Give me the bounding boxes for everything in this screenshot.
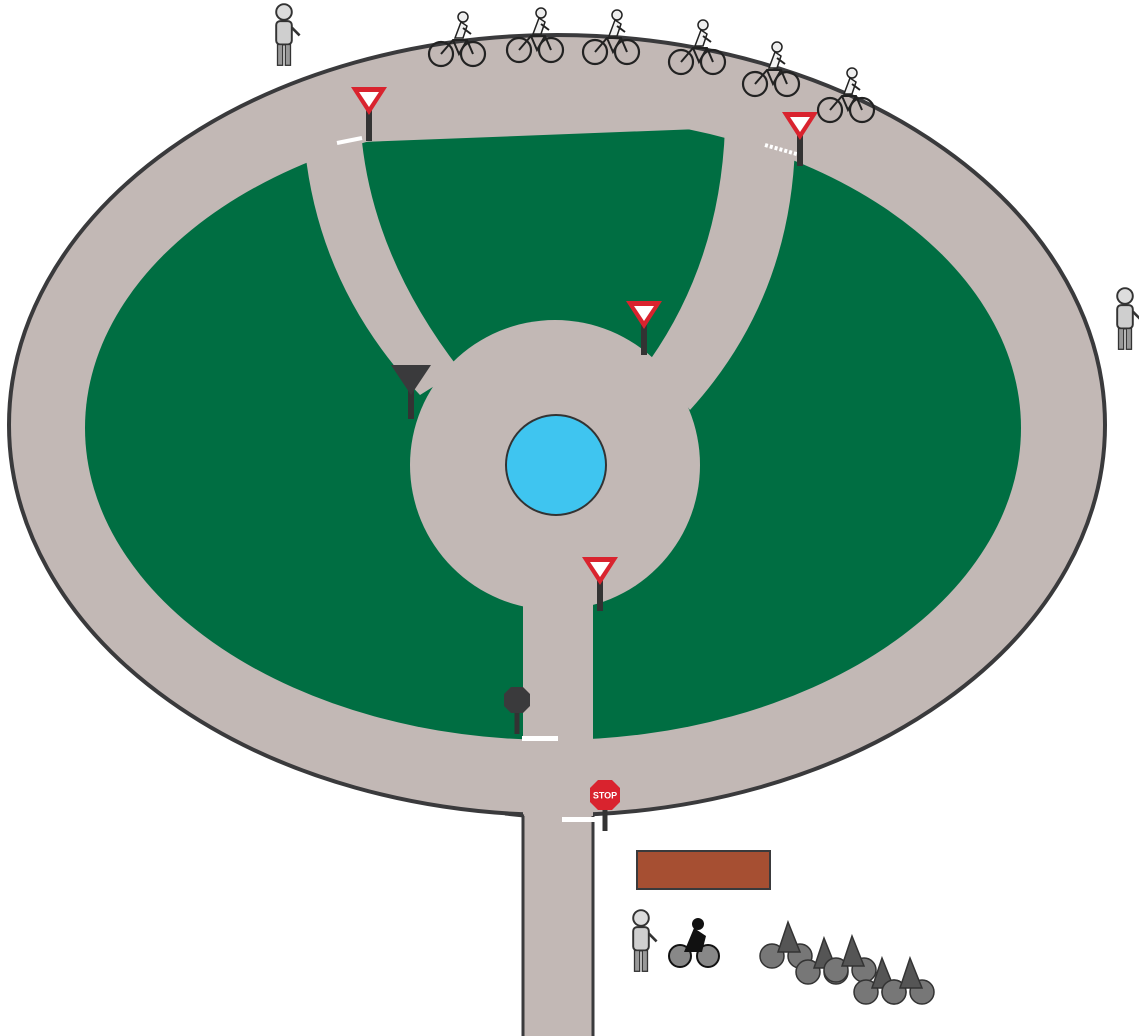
cyclist-icon <box>824 936 876 982</box>
pedestrian-icon <box>1117 288 1139 349</box>
cyclist-icon <box>882 958 934 1004</box>
pedestrian-icon <box>633 910 656 971</box>
stop-sign-text: STOP <box>593 791 617 801</box>
stop-line-inner <box>522 736 558 741</box>
stop-line-exit <box>562 817 596 822</box>
pedestrian-icon <box>276 4 299 65</box>
central-pond <box>506 415 606 515</box>
cyclist-group <box>760 922 934 1004</box>
exit-road-south <box>523 810 593 1036</box>
brown-block <box>637 851 770 889</box>
cyclist-icon <box>669 918 719 967</box>
